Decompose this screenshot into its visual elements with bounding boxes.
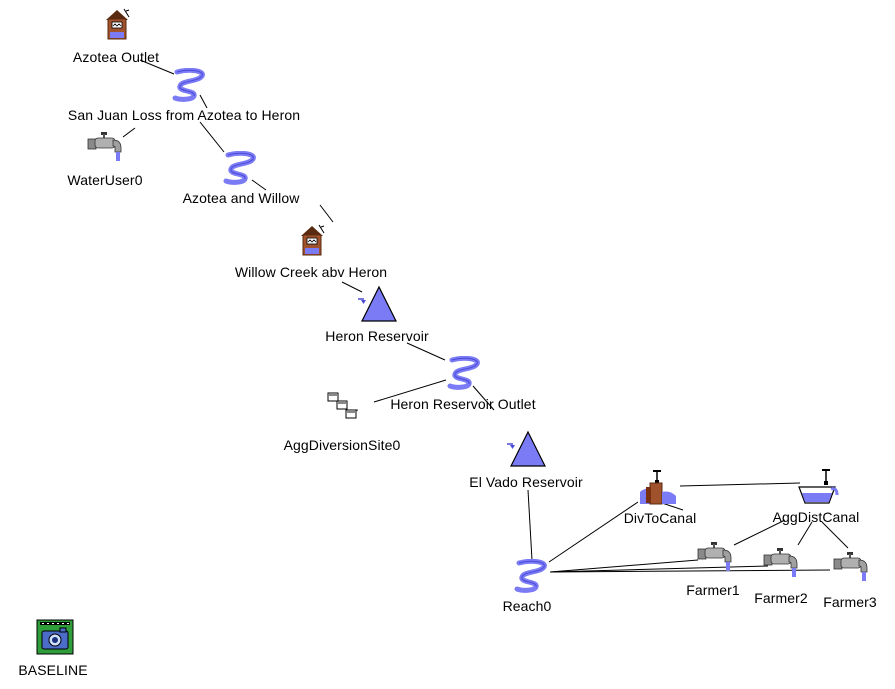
link-line xyxy=(199,121,225,153)
gage-house-icon[interactable] xyxy=(299,224,325,261)
reservoir-icon[interactable] xyxy=(507,430,547,473)
camera-snapshot-icon[interactable] xyxy=(36,619,74,660)
node-label-farmer1: Farmer1 xyxy=(686,582,740,598)
faucet-icon[interactable] xyxy=(697,540,735,577)
link-line xyxy=(122,127,136,138)
node-label-heron-outlet: Heron Reservoir Outlet xyxy=(390,396,536,412)
node-label-farmer3: Farmer3 xyxy=(823,594,877,610)
link-line xyxy=(139,59,175,75)
node-label-reach0: Reach0 xyxy=(502,598,552,614)
reach-icon[interactable] xyxy=(172,67,208,107)
node-label-willow-creek: Willow Creek abv Heron xyxy=(234,264,388,280)
link-line xyxy=(549,569,831,573)
link-line xyxy=(472,385,495,411)
node-label-azotea-willow: Azotea and Willow xyxy=(182,190,300,206)
link-line xyxy=(199,94,208,109)
reach-icon[interactable] xyxy=(514,558,550,598)
agg-diversion-icon[interactable] xyxy=(327,392,359,427)
node-label-aggdiv: AggDiversionSite0 xyxy=(283,437,401,453)
link-line xyxy=(406,342,446,361)
link-line xyxy=(373,379,447,403)
node-label-elvado: El Vado Reservoir xyxy=(469,474,583,490)
node-label-farmer2: Farmer2 xyxy=(754,590,808,606)
canal-icon[interactable] xyxy=(797,469,839,510)
link-line xyxy=(661,502,684,511)
faucet-icon[interactable] xyxy=(763,546,801,583)
diversion-gate-icon[interactable] xyxy=(638,470,678,511)
reach-icon[interactable] xyxy=(447,355,483,395)
link-line xyxy=(679,482,801,487)
link-line xyxy=(319,204,334,223)
link-line xyxy=(797,521,813,546)
link-line xyxy=(548,501,639,563)
link-line xyxy=(341,281,363,293)
faucet-icon[interactable] xyxy=(87,130,125,167)
link-line xyxy=(251,179,267,191)
link-line xyxy=(549,559,699,573)
node-label-wateruser0: WaterUser0 xyxy=(67,172,143,188)
link-line xyxy=(733,519,786,546)
node-label-azotea-outlet: Azotea Outlet xyxy=(72,49,160,65)
node-label-divtocanal: DivToCanal xyxy=(623,510,697,526)
link-line xyxy=(549,565,769,573)
reservoir-icon[interactable] xyxy=(358,285,398,328)
node-label-baseline: BASELINE xyxy=(18,662,88,678)
node-label-heron-res: Heron Reservoir xyxy=(325,328,429,344)
node-label-sj-loss: San Juan Loss from Azotea to Heron xyxy=(67,107,301,123)
reach-icon[interactable] xyxy=(223,150,259,190)
link-line xyxy=(527,489,533,561)
gage-house-icon[interactable] xyxy=(104,8,130,45)
faucet-icon[interactable] xyxy=(833,550,871,587)
node-label-aggdist: AggDistCanal xyxy=(772,509,860,525)
link-line xyxy=(821,521,849,549)
